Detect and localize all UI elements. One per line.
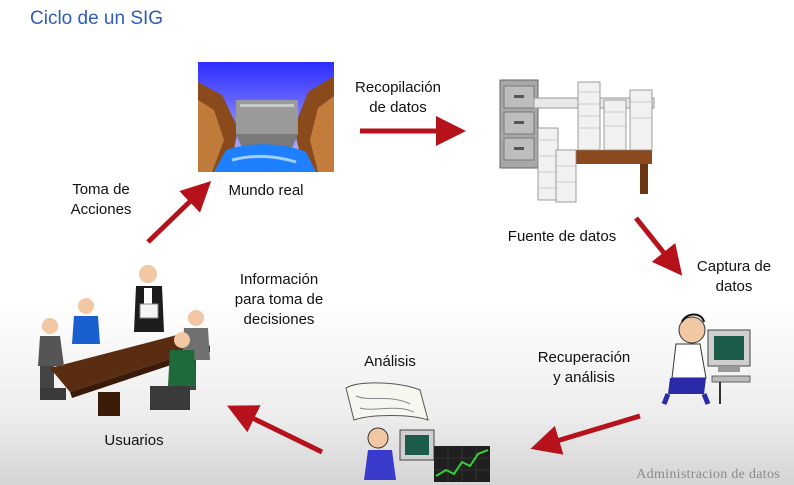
step-line: y análisis <box>553 369 615 386</box>
arrow-captura <box>634 216 683 276</box>
step-label-recopilacion: Recopilación de datos <box>340 78 456 118</box>
slide-title: Ciclo de un SIG <box>30 8 164 29</box>
step-line: Recuperación <box>537 349 631 366</box>
node-label-fuente-datos: Fuente de datos <box>507 228 617 245</box>
step-line: de datos <box>369 99 427 116</box>
step-label-captura: Captura de datos <box>680 257 788 297</box>
step-label-recuperacion: Recuperación y análisis <box>522 348 646 388</box>
step-line: decisiones <box>243 311 315 328</box>
node-label-analisis: Análisis <box>364 353 416 370</box>
users-meeting-illustration <box>38 265 210 416</box>
arrow-toma-acciones <box>146 181 212 244</box>
analysis-illustration <box>345 382 490 482</box>
arrow-recuperacion <box>530 413 641 455</box>
dam-landscape-illustration <box>198 62 334 172</box>
node-label-usuarios: Usuarios <box>104 432 164 449</box>
step-line: Recopilación <box>355 79 441 96</box>
step-line: Toma de <box>72 181 130 198</box>
step-line: Información <box>239 271 319 288</box>
step-line: Captura de <box>696 258 772 275</box>
node-label-mundo-real: Mundo real <box>228 182 304 199</box>
slide-footer: Administracion de datos <box>636 467 780 482</box>
person-at-computer-illustration <box>661 313 751 405</box>
step-line: datos <box>715 278 753 295</box>
step-line: Acciones <box>70 201 132 218</box>
step-label-informacion: Información para toma de decisiones <box>224 270 334 330</box>
data-source-illustration <box>499 79 655 203</box>
step-line: para toma de <box>234 291 324 308</box>
arrow-informacion <box>227 405 324 455</box>
step-label-toma-acciones: Toma de Acciones <box>58 180 144 220</box>
